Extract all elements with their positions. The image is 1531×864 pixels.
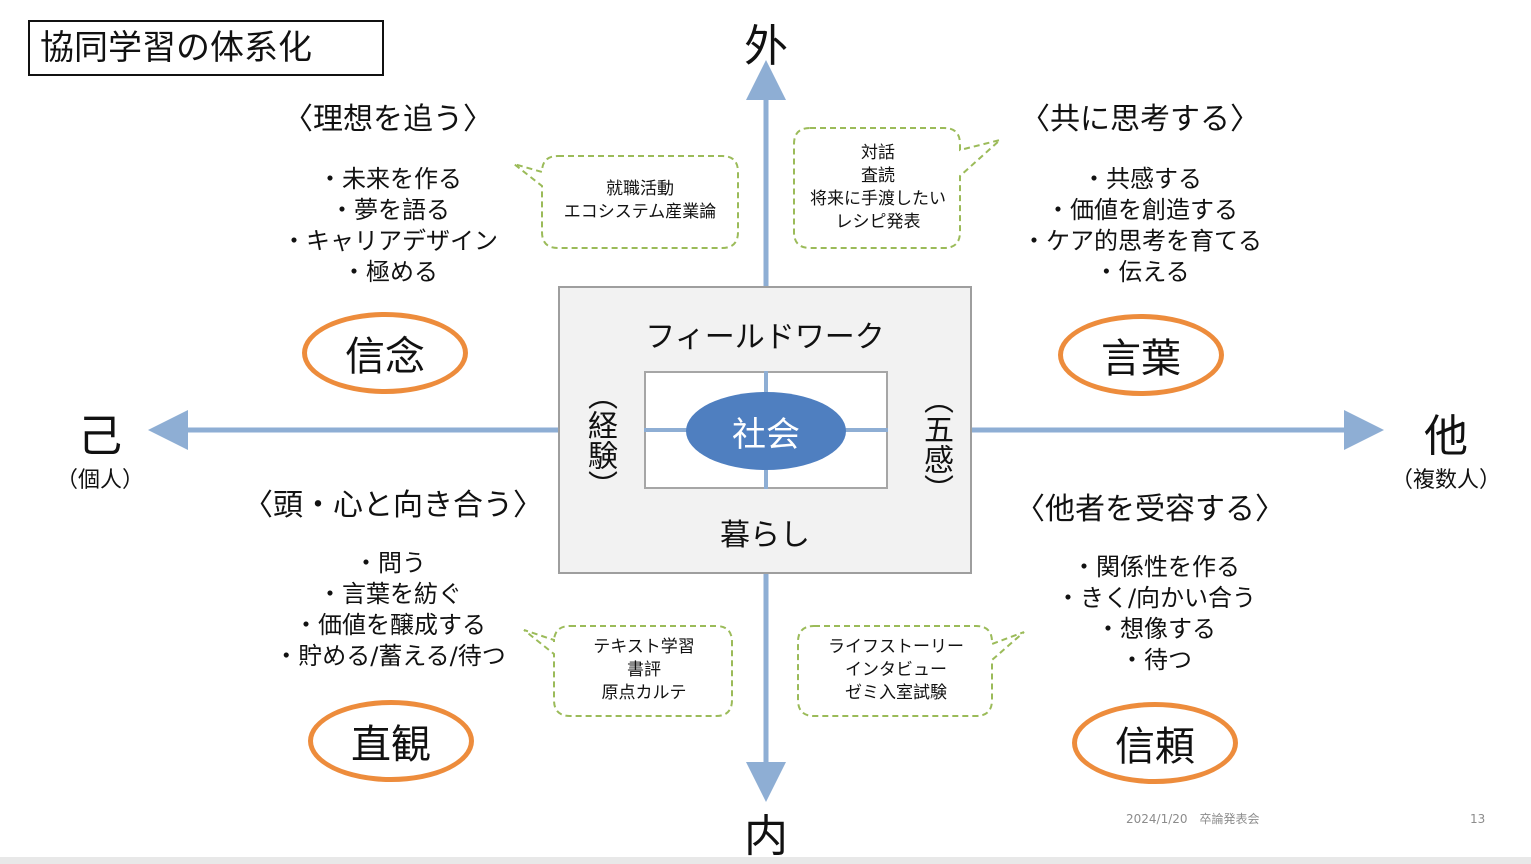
- list-item: ・問う: [354, 549, 426, 577]
- center-five-senses: （五感）: [918, 384, 953, 504]
- list-item: ・貯める/蓄える/待つ: [274, 642, 506, 670]
- list-item: ・ケア的思考を育てる: [1022, 227, 1262, 255]
- list-item: ・待つ: [1120, 646, 1192, 674]
- center-living: 暮らし: [720, 518, 810, 553]
- bubble-line: 対話: [861, 143, 895, 163]
- list-item: ・関係性を作る: [1072, 553, 1240, 581]
- axis-label-others: 他: [1424, 411, 1468, 462]
- list-item: ・キャリアデザイン: [282, 227, 498, 255]
- bubble-line: レシピ発表: [835, 212, 921, 232]
- bubble-line: 書評: [627, 660, 661, 680]
- axis-label-self: 己: [78, 411, 122, 462]
- bubble-line: 将来に手渡したい: [810, 189, 946, 209]
- axis-label-outer: 外: [744, 21, 788, 72]
- center-experience: （経験）: [582, 380, 617, 500]
- list-bottom-right: ・関係性を作る ・きく/向かい合う ・想像する ・待つ: [1006, 552, 1306, 676]
- bubble-shape-top-right: [793, 127, 1001, 249]
- slide-bottom-edge: [0, 857, 1531, 864]
- bubble-line: ライフストーリー: [828, 637, 964, 657]
- heading-bottom-right: 〈他者を受容する〉: [1015, 492, 1285, 527]
- list-top-right: ・共感する ・価値を創造する ・ケア的思考を育てる ・伝える: [992, 164, 1292, 288]
- list-item: ・共感する: [1082, 165, 1202, 193]
- footer-page-number: 13: [1470, 812, 1486, 826]
- bubble-bottom-right: ライフストーリー インタビュー ゼミ入室試験: [800, 636, 992, 705]
- heading-bottom-left: 〈頭・心と向き合う〉: [243, 488, 543, 523]
- axis-sub-others: （複数人）: [1390, 468, 1501, 493]
- keyword-words: 言葉: [1058, 314, 1224, 396]
- bubble-line: テキスト学習: [593, 637, 695, 657]
- bubble-top-left: 就職活動 エコシステム産業論: [546, 178, 734, 224]
- bubble-bottom-left: テキスト学習 書評 原点カルテ: [556, 636, 732, 705]
- heading-top-left: 〈理想を追う〉: [283, 102, 493, 137]
- list-bottom-left: ・問う ・言葉を紡ぐ ・価値を醸成する ・貯める/蓄える/待つ: [240, 548, 540, 672]
- list-item: ・未来を作る: [318, 165, 462, 193]
- core-society: 社会: [686, 392, 846, 470]
- bubble-shape-bottom-right: [797, 625, 1025, 717]
- bubble-top-right: 対話 査読 将来に手渡したい レシピ発表: [796, 142, 960, 234]
- bubble-line: エコシステム産業論: [563, 202, 717, 222]
- axis-label-inner: 内: [744, 811, 788, 862]
- bubble-line: 査読: [861, 166, 895, 186]
- list-item: ・価値を創造する: [1046, 196, 1238, 224]
- heading-top-right: 〈共に思考する〉: [1020, 102, 1260, 137]
- bubble-shape-bottom-left: [523, 625, 733, 717]
- list-item: ・伝える: [1094, 258, 1190, 286]
- list-top-left: ・未来を作る ・夢を語る ・キャリアデザイン ・極める: [240, 164, 540, 288]
- bubble-line: 原点カルテ: [601, 683, 687, 703]
- keyword-intuition: 直観: [308, 700, 474, 782]
- keyword-belief: 信念: [302, 312, 468, 394]
- list-item: ・きく/向かい合う: [1055, 584, 1257, 612]
- list-item: ・価値を醸成する: [294, 611, 486, 639]
- center-fieldwork: フィールドワーク: [645, 320, 885, 355]
- list-item: ・言葉を紡ぐ: [318, 580, 462, 608]
- list-item: ・夢を語る: [330, 196, 450, 224]
- axis-sub-self: （個人）: [55, 468, 144, 493]
- keyword-trust: 信頼: [1072, 702, 1238, 784]
- bubble-shape-top-left: [513, 155, 739, 249]
- list-item: ・想像する: [1096, 615, 1216, 643]
- list-item: ・極める: [342, 258, 438, 286]
- footer-date-event: 2024/1/20 卒論発表会: [1126, 812, 1260, 826]
- bubble-line: インタビュー: [845, 660, 947, 680]
- bubble-line: 就職活動: [606, 179, 674, 199]
- page-title: 協同学習の体系化: [28, 20, 384, 76]
- bubble-line: ゼミ入室試験: [845, 683, 947, 703]
